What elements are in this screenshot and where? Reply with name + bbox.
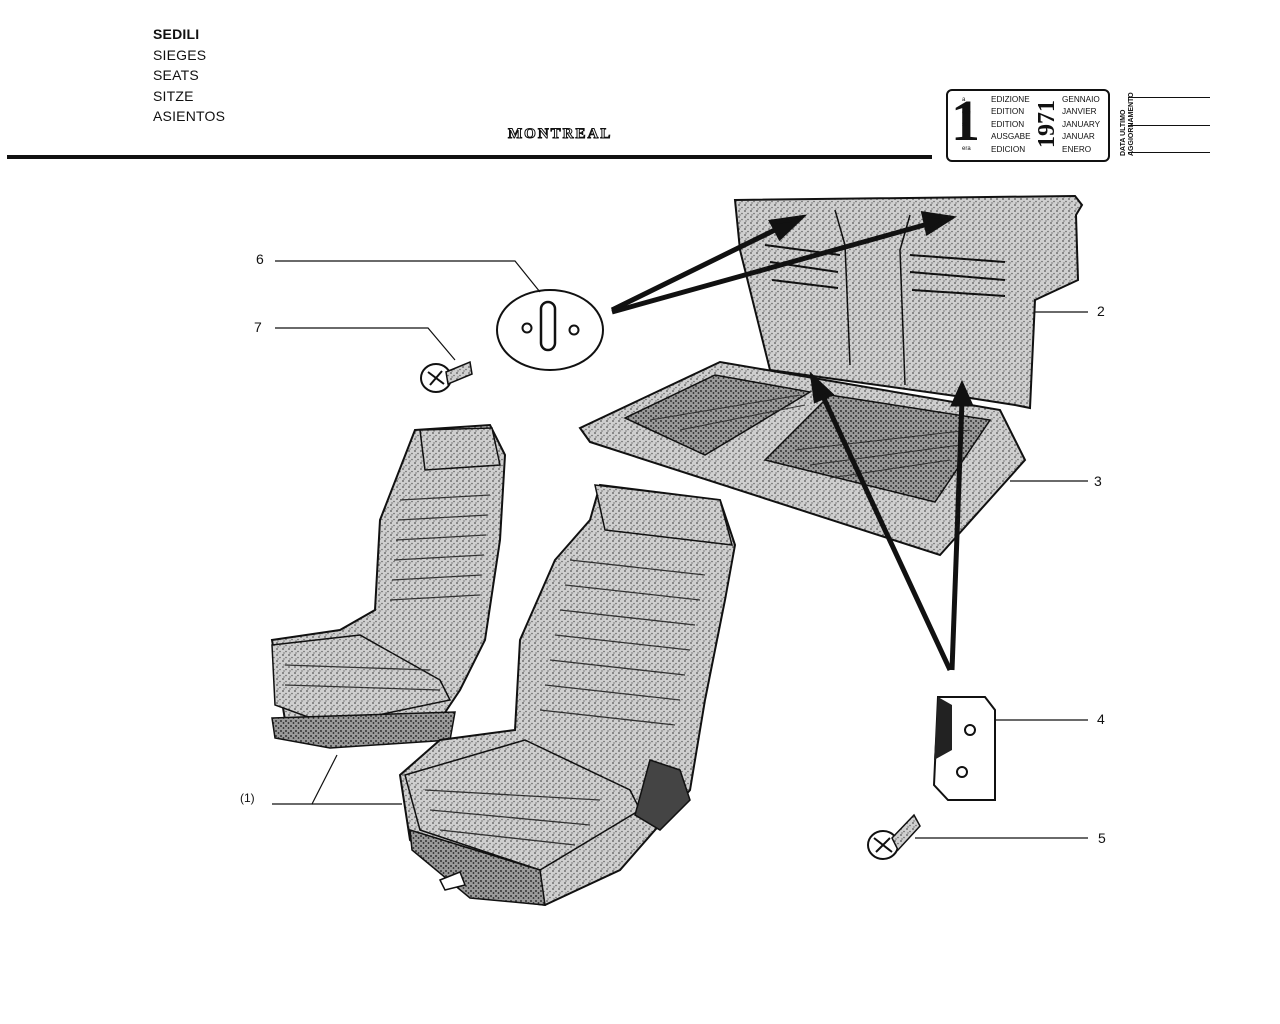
callout-4: 4 xyxy=(1097,711,1105,727)
month-label: GENNAIO xyxy=(1062,95,1100,104)
catch-plate xyxy=(496,289,604,371)
edition-ordinal: era xyxy=(962,146,971,152)
edition-ordinal: a xyxy=(962,97,966,103)
leader-lines xyxy=(272,260,1088,839)
title-italian: SEDILI xyxy=(153,26,200,42)
month-label: JANUARY xyxy=(1062,119,1101,129)
bracket xyxy=(932,696,996,801)
update-line xyxy=(1128,152,1210,153)
edition-label: EDICION xyxy=(991,144,1026,154)
title-spanish: ASIENTOS xyxy=(153,108,226,125)
edition-ordinal: st xyxy=(962,122,967,128)
arrows xyxy=(610,210,974,672)
screw-7 xyxy=(420,360,473,393)
callout-7: 7 xyxy=(254,319,262,335)
edition-ordinal: . xyxy=(962,134,964,140)
title-german: SITZE xyxy=(153,87,194,104)
callout-6: 6 xyxy=(256,251,264,267)
front-seat-left xyxy=(270,423,507,749)
rear-backrest xyxy=(733,194,1084,410)
edition-number: 1 xyxy=(951,88,980,153)
section-titles: SEDILI SIEGES SEATS SITZE ASIENTOS xyxy=(153,24,225,127)
header-rule xyxy=(7,155,932,159)
callout-1: (1) xyxy=(240,791,255,805)
edition-label: AUSGABE xyxy=(991,132,1031,142)
rear-cushion xyxy=(578,360,1027,557)
callout-3: 3 xyxy=(1094,473,1102,489)
edition-label: EDITION xyxy=(991,119,1025,129)
edition-labels: EDIZIONE EDITION EDITION AUSGABE EDICION xyxy=(991,94,1031,156)
update-line xyxy=(1128,97,1210,98)
month-label: ENERO xyxy=(1062,144,1092,154)
month-label: JANUAR xyxy=(1062,132,1095,142)
month-label: JANVIER xyxy=(1062,107,1097,117)
model-logo: MONTREAL xyxy=(507,126,613,143)
edition-label: EDIZIONE xyxy=(991,95,1030,104)
update-line xyxy=(1128,125,1210,126)
title-french: SIEGES xyxy=(153,46,207,63)
callout-2: 2 xyxy=(1097,303,1105,319)
callout-5: 5 xyxy=(1098,830,1106,846)
front-seat-right xyxy=(398,483,737,907)
title-english: SEATS xyxy=(153,67,199,84)
edition-box xyxy=(946,89,1110,162)
edition-label: EDITION xyxy=(991,107,1025,117)
edition-months: GENNAIO JANVIER JANUARY JANUAR ENERO xyxy=(1062,94,1100,156)
screw-5 xyxy=(867,813,921,860)
edition-ordinal: ere xyxy=(962,110,971,116)
